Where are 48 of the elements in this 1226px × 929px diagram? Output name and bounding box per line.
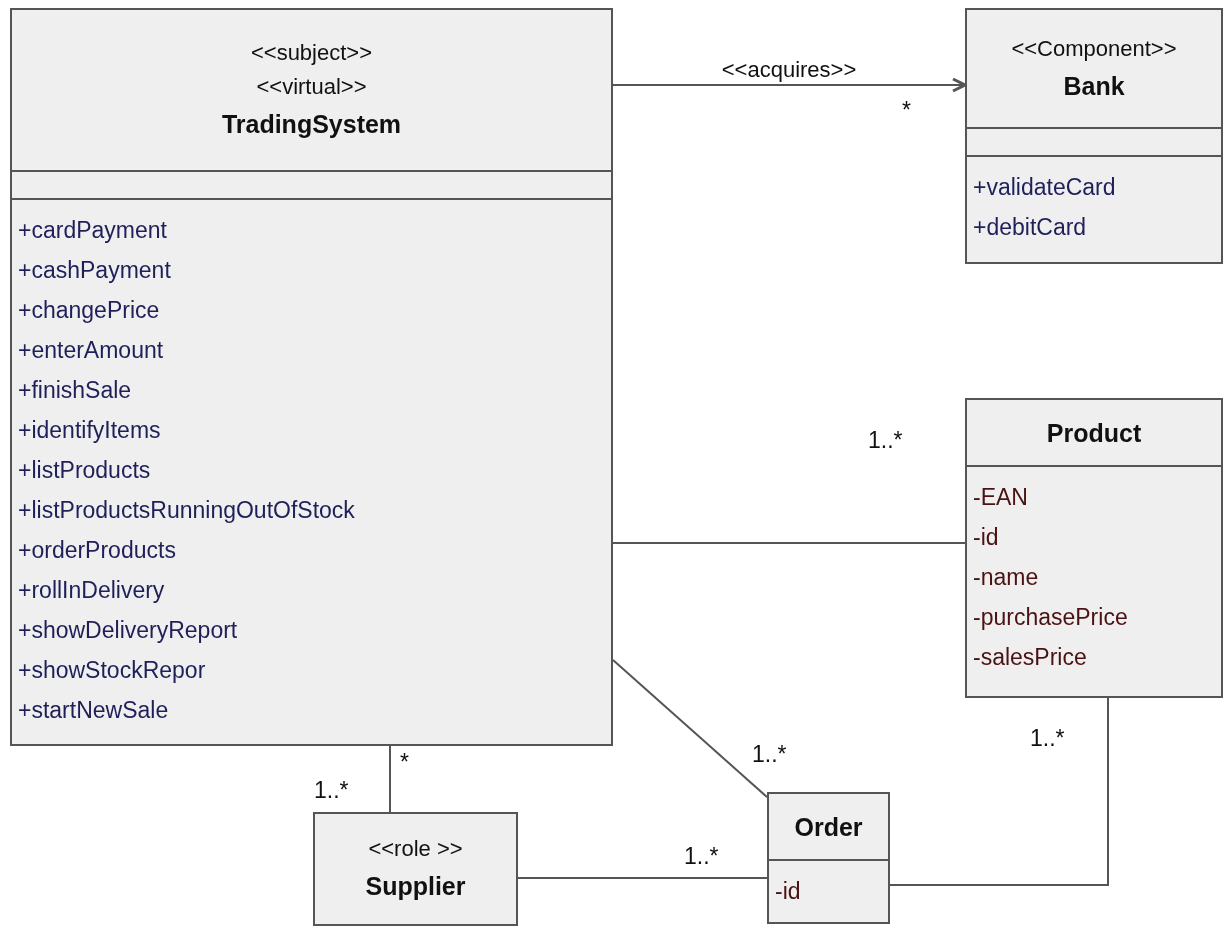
- class-name: Supplier: [365, 871, 466, 902]
- class-box: [10, 8, 613, 746]
- class-name: Bank: [1063, 70, 1125, 102]
- class-box: [313, 812, 518, 926]
- class-name: Product: [1046, 417, 1142, 449]
- attribute-label: -EAN: [973, 483, 1028, 512]
- operation-label: +debitCard: [973, 213, 1087, 242]
- multiplicity-label: 1..*: [868, 426, 903, 454]
- association-line: [517, 877, 768, 879]
- operation-label: +showDeliveryReport: [18, 616, 238, 645]
- stereotype-label: <<role >>: [368, 835, 463, 863]
- operation-label: +cashPayment: [18, 256, 171, 285]
- attribute-label: -purchasePrice: [973, 603, 1128, 632]
- class-box: [965, 8, 1223, 264]
- multiplicity-label: 1..*: [752, 740, 787, 768]
- multiplicity-label: *: [902, 96, 911, 124]
- class-name: TradingSystem: [221, 109, 402, 140]
- attribute-label: -id: [775, 877, 801, 906]
- class-box: [767, 792, 890, 924]
- class-name: Order: [794, 811, 863, 843]
- attribute-label: -salesPrice: [973, 643, 1087, 672]
- association-line: [889, 697, 1109, 886]
- stereotype-label: <<virtual>>: [256, 73, 367, 101]
- stereotype-label: <<Component>>: [1011, 34, 1177, 63]
- association-line: [389, 745, 391, 813]
- multiplicity-label: 1..*: [1030, 724, 1065, 752]
- operation-label: +cardPayment: [18, 216, 167, 245]
- stereotype-label: <<subject>>: [250, 39, 373, 67]
- attribute-label: -id: [973, 523, 999, 552]
- operation-label: +finishSale: [18, 376, 132, 405]
- operation-label: +showStockRepor: [18, 656, 206, 685]
- operation-label: +enterAmount: [18, 336, 164, 365]
- multiplicity-label: 1..*: [684, 842, 719, 870]
- operation-label: +startNewSale: [18, 696, 169, 725]
- operation-label: +listProducts: [18, 456, 151, 485]
- operation-label: +validateCard: [973, 173, 1116, 202]
- operation-label: +changePrice: [18, 296, 160, 325]
- multiplicity-label: 1..*: [314, 776, 349, 804]
- operation-label: +rollInDelivery: [18, 576, 165, 605]
- operation-label: +identifyItems: [18, 416, 161, 445]
- association-line: [612, 542, 966, 544]
- dependency-arrow: [612, 77, 967, 93]
- operation-label: +listProductsRunningOutOfStock: [18, 496, 355, 525]
- attribute-label: -name: [973, 563, 1039, 592]
- class-box: [965, 398, 1223, 698]
- association-line: [612, 659, 768, 798]
- operation-label: +orderProducts: [18, 536, 176, 565]
- multiplicity-label: *: [400, 748, 409, 776]
